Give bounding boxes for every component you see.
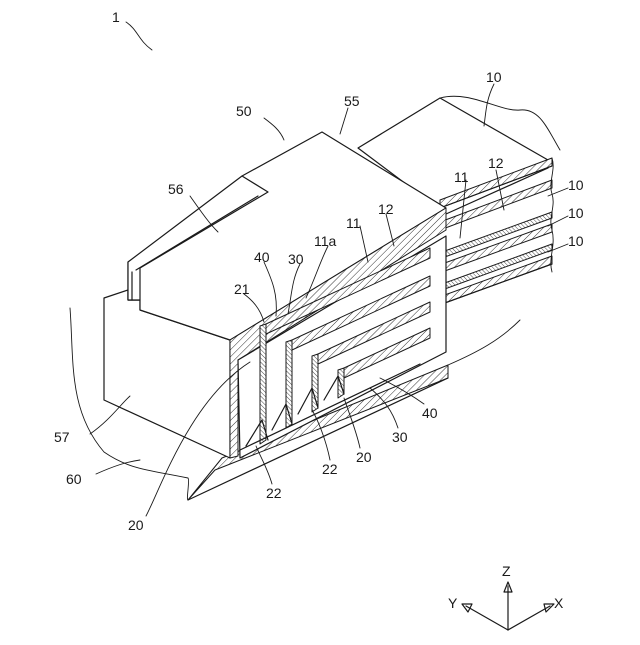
label-contact-b: 30 [392,429,408,445]
label-terminal-a: 20 [356,449,372,465]
coordinate-axes: Z Y X [448,563,564,630]
label-terminal-b: 20 [128,517,144,533]
label-assembly: 1 [112,9,120,25]
label-cable-b: 10 [568,177,584,193]
label-conductor-a: 11 [454,169,469,185]
label-cable-a: 10 [486,69,502,85]
label-terminal-top: 21 [234,281,250,297]
label-connector: 50 [236,103,252,119]
label-connector-front: 57 [54,429,70,445]
label-connector-top: 55 [344,93,360,109]
label-connector-side: 56 [168,181,184,197]
label-cable-c: 10 [568,205,584,221]
label-conductor-end: 11a [314,233,337,249]
label-contact-a: 30 [288,251,304,267]
label-spring-a: 22 [322,461,338,477]
label-spring-b: 22 [266,485,282,501]
label-ground-bar-b: 40 [422,405,438,421]
axis-x-label: X [554,595,564,611]
label-cable-d: 10 [568,233,584,249]
label-shield-a: 12 [488,155,504,171]
axis-z-label: Z [502,563,511,579]
label-base: 60 [66,471,82,487]
axis-y-label: Y [448,595,458,611]
label-conductor-b: 11 [346,215,361,231]
label-ground-bar-a: 40 [254,249,270,265]
label-shield-b: 12 [378,201,394,217]
